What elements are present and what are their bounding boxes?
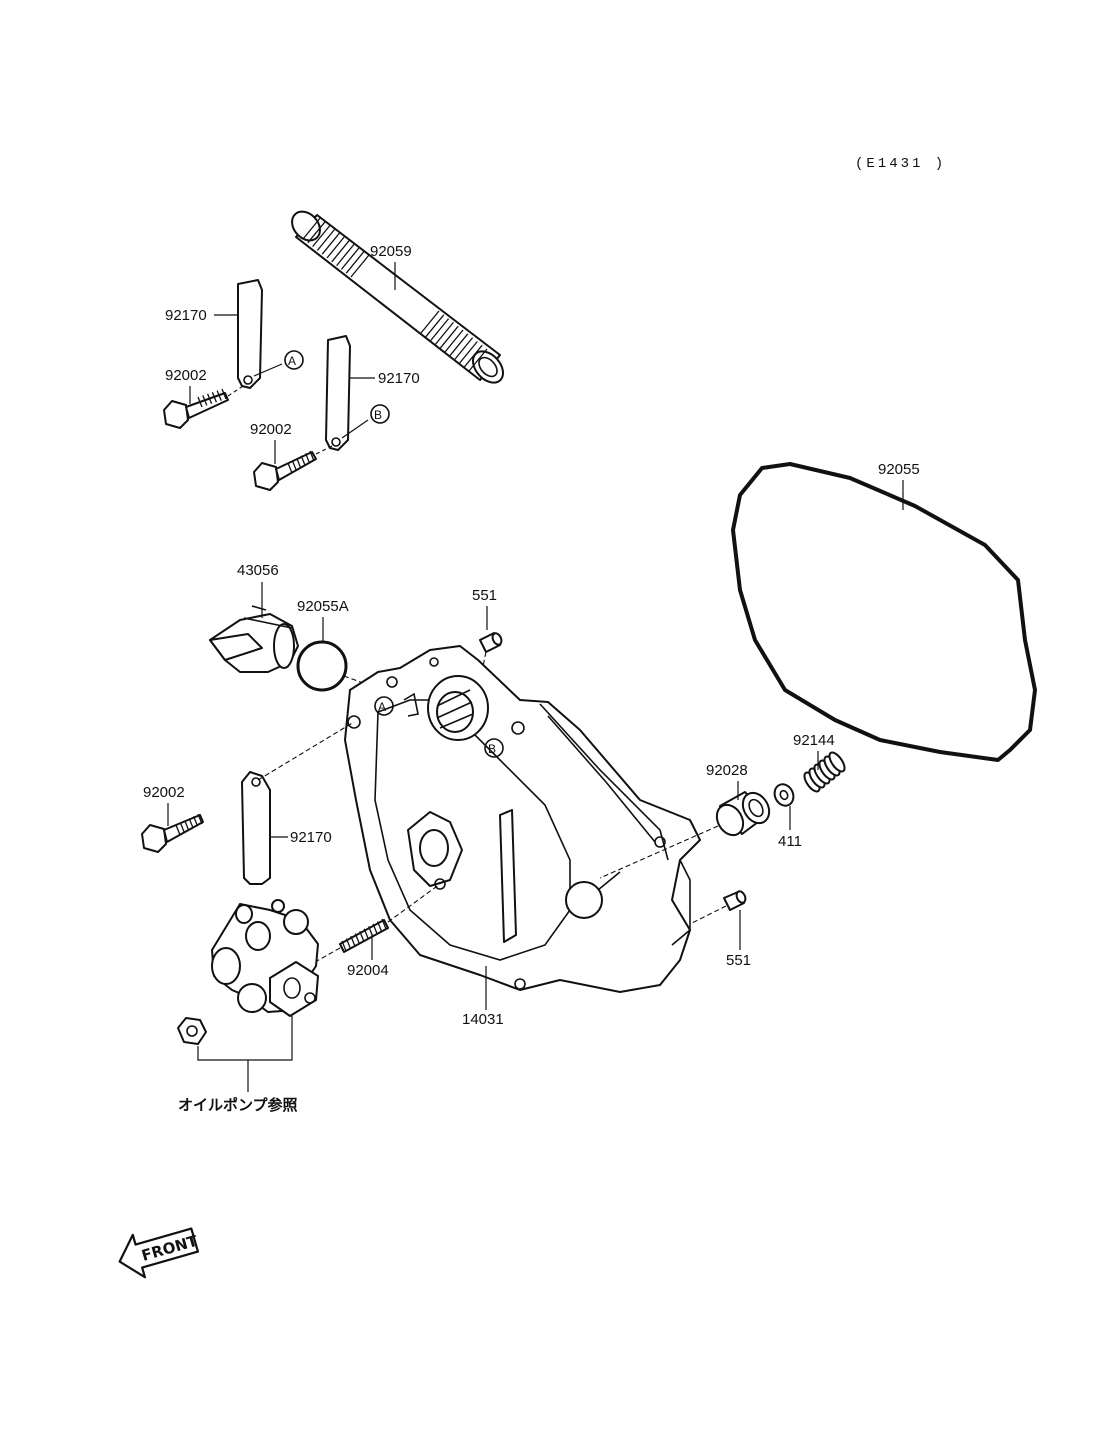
label-92059: 92059 (370, 243, 412, 260)
oil-pump-reference-note: オイルポンプ参照 (178, 1096, 298, 1114)
front-arrow: FRONT (118, 1227, 200, 1279)
spring-92144 (803, 751, 846, 793)
label-551-right: 551 (726, 952, 751, 969)
engine-cover-14031 (344, 645, 701, 993)
label-92004: 92004 (347, 962, 389, 979)
dowel-551-top (479, 632, 503, 653)
label-92002-b: 92002 (250, 421, 292, 438)
label-92144: 92144 (793, 732, 835, 749)
label-92002-a: 92002 (165, 367, 207, 384)
label-92002-c: 92002 (143, 784, 185, 801)
marker-b-cover: B (488, 742, 496, 756)
cap-43056 (209, 605, 299, 673)
clamp-92170-c (241, 771, 271, 885)
marker-b-top: B (374, 408, 382, 422)
label-14031: 14031 (462, 1011, 504, 1028)
label-92170-a: 92170 (165, 307, 207, 324)
label-92170-b: 92170 (378, 370, 420, 387)
bushing-92028 (715, 791, 771, 837)
bolt-92002-b (253, 450, 317, 491)
diagram-code: (E1431 ) (855, 156, 946, 172)
dowel-551-right (723, 890, 747, 911)
oil-pump-nut (177, 1017, 207, 1045)
o-ring-92055A (296, 640, 348, 692)
oil-pump-assembly (211, 899, 319, 1017)
label-92170-c: 92170 (290, 829, 332, 846)
gasket-92055 (731, 462, 1037, 762)
bolt-92002-c (141, 813, 204, 853)
label-411: 411 (778, 833, 802, 850)
washer-411 (773, 783, 795, 807)
marker-a-cover: A (378, 700, 386, 714)
label-92055A: 92055A (297, 598, 349, 615)
marker-a-top: A (288, 354, 296, 368)
stud-92004 (339, 918, 389, 953)
clamp-92170-a (237, 279, 263, 389)
label-43056: 43056 (237, 562, 279, 579)
label-92055: 92055 (878, 461, 920, 478)
bolt-92002-a (163, 388, 229, 429)
label-92028: 92028 (706, 762, 748, 779)
sleeve-92059 (291, 210, 504, 384)
label-551-top: 551 (472, 587, 497, 604)
clamp-92170-b (325, 335, 351, 451)
